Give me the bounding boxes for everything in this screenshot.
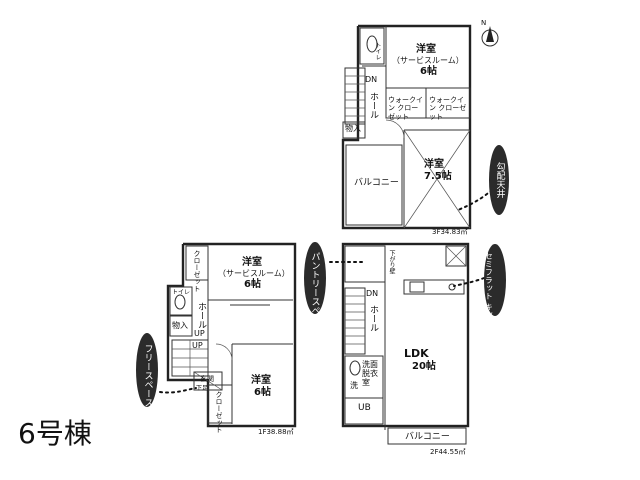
building-label: 6号棟 xyxy=(18,417,92,450)
f1-western-title: 洋室 xyxy=(251,375,271,386)
f3-walkin-2: ウォークイン クローゼット xyxy=(429,96,467,121)
f3-area-label: 3F34.83㎡ xyxy=(432,228,468,236)
f1-storage-label: 物入 xyxy=(172,321,188,330)
floor-2-plan xyxy=(329,242,485,445)
f3-balcony-label: バルコニー xyxy=(354,178,399,188)
callout-oval-kitchen xyxy=(484,244,506,316)
f2-area-label: 2F44.55㎡ xyxy=(430,448,466,456)
f3-western-size: 7.5帖 xyxy=(424,171,452,182)
f1-entrance-label: 玄関 xyxy=(200,375,214,383)
callout-pantry-space: パントリースペース xyxy=(309,252,320,333)
f1-service-room-sub: （サービスルーム） xyxy=(218,269,290,278)
f2-dn-label: DN xyxy=(366,289,379,298)
floor-1-plan xyxy=(159,242,297,428)
f2-ldk-size: 20帖 xyxy=(412,361,436,372)
f2-ub-label: UB xyxy=(358,403,371,413)
f1-toilet-label: トイレ xyxy=(172,289,191,296)
callout-oval-pantry xyxy=(304,242,326,314)
compass-north-label: N xyxy=(481,19,487,27)
callout-free-space: フリースペース xyxy=(142,344,153,407)
f1-closet-1: クローゼット xyxy=(193,250,201,292)
floor-3-plan xyxy=(341,24,499,230)
f2-hall-label: ホール xyxy=(368,305,378,332)
f3-service-room-size: 6帖 xyxy=(420,66,437,77)
f3-hall-label: ホール xyxy=(368,92,378,119)
callout-oval-gradient-ceiling xyxy=(489,145,509,215)
f3-storage-label: 物入 xyxy=(345,124,361,133)
callout-gradient-ceiling: 勾配天井 xyxy=(494,162,505,198)
f2-downlight-label: 下がり壁 xyxy=(388,250,395,274)
f1-up-label-2: UP xyxy=(192,341,203,350)
f1-up-label-1: UP xyxy=(194,329,205,338)
f2-balcony-label: バルコニー xyxy=(405,432,450,442)
f1-service-room-title: 洋室 xyxy=(242,257,262,268)
callout-oval-free-space xyxy=(136,333,158,407)
f3-dn-label: DN xyxy=(365,75,378,84)
f3-western-title: 洋室 xyxy=(424,159,444,170)
f1-hall-label: ホール xyxy=(196,302,206,329)
f3-toilet-label: トイレ xyxy=(374,42,381,60)
f2-ldk-title: LDK xyxy=(404,347,429,360)
callout-semi-flat-kitchen: セミフラット キッチン xyxy=(484,252,494,335)
f1-shoes-label: 下足 xyxy=(196,385,209,392)
f1-western-size: 6帖 xyxy=(254,387,271,398)
f1-area-label: 1F38.88㎡ xyxy=(258,428,294,436)
f1-service-room-size: 6帖 xyxy=(244,279,261,290)
f2-wash-label: 洗 xyxy=(350,381,358,390)
f3-service-room-title: 洋室 xyxy=(416,44,436,55)
f3-walkin-1: ウォークイン クローゼット xyxy=(388,96,423,121)
f3-service-room-sub: （サービスルーム） xyxy=(392,56,464,65)
f2-washroom-label: 洗面 脱衣室 xyxy=(362,360,378,388)
f1-closet-2: クローゼット xyxy=(215,391,223,433)
